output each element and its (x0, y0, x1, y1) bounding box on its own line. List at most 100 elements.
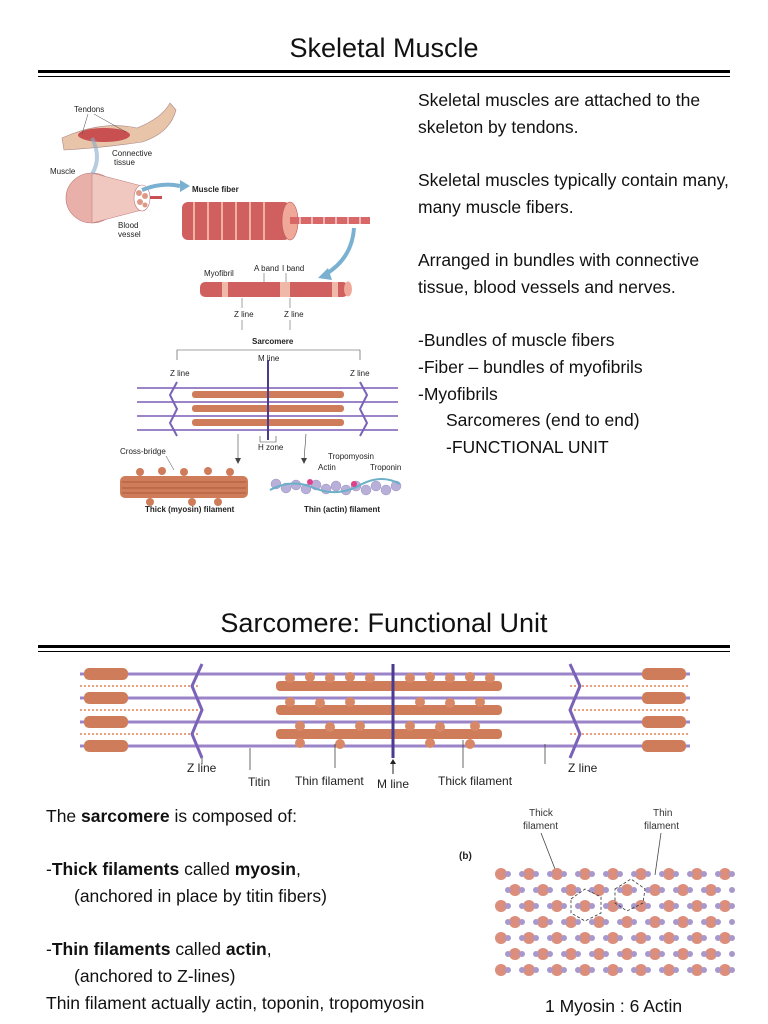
section2-title: Sarcomere: Functional Unit (220, 608, 548, 638)
muscle-structure-figure: Tendons Muscle Connective tissue Blood v… (50, 102, 401, 514)
thick-filament-dot (509, 884, 521, 896)
thin-filament-dot (701, 951, 707, 957)
thick-filament-dot (495, 900, 507, 912)
thin-filament-dot (575, 935, 581, 941)
label-thin-actin-filament: Thin (actin) filament (304, 505, 380, 514)
label-h-zone: H zone (258, 443, 284, 452)
label-cs-thin-2: filament (644, 821, 679, 832)
thick-filament-dot (495, 964, 507, 976)
thin-filament-dot (715, 903, 721, 909)
thin-filament-dot (533, 967, 539, 973)
thick-filament-dot (663, 932, 675, 944)
paragraph-fibers: Skeletal muscles typically contain many,… (418, 170, 729, 217)
thick-filament-dot (719, 900, 731, 912)
filament-lattice (495, 868, 735, 976)
thin-filament-dot (659, 967, 665, 973)
thick-filament-dot (593, 916, 605, 928)
thin-filament-dot (519, 951, 525, 957)
thin-filament-dot (505, 967, 511, 973)
thin-filament-dot (645, 919, 651, 925)
label-thick-myosin-filament: Thick (myosin) filament (145, 505, 235, 514)
thick-filament-dot (593, 884, 605, 896)
thin-filament-dot (659, 871, 665, 877)
thick-filament-dot (509, 948, 521, 960)
thin-filament-dot (561, 935, 567, 941)
thin-filament-dot (631, 919, 637, 925)
thin-filament-dot (617, 871, 623, 877)
sublist-item-functional-unit: -FUNCTIONAL UNIT (446, 437, 609, 458)
label-myofibril: Myofibril (204, 269, 234, 278)
label-cross-bridge: Cross-bridge (120, 447, 166, 456)
thin-filament-dot (505, 903, 511, 909)
thin-filament-dot (687, 871, 693, 877)
label-z-line-sarc-1: Z line (170, 369, 190, 378)
section1-text: Skeletal muscles are attached to the ske… (418, 87, 738, 461)
thin-filament-dot (519, 903, 525, 909)
thin-filament-dot (631, 903, 637, 909)
thin-filament-dot (729, 887, 735, 893)
thin-filament-dot (589, 951, 595, 957)
thick-filament-dot (551, 932, 563, 944)
thick-filaments-line: -Thick filaments called myosin, (46, 859, 301, 880)
section1-title: Skeletal Muscle (289, 33, 479, 63)
label-actin: Actin (318, 463, 336, 472)
thin-filament-dot (687, 935, 693, 941)
thin-filament-dot (505, 871, 511, 877)
label-tissue: tissue (114, 158, 135, 167)
thick-filament-dot (649, 948, 661, 960)
thick-filament-dot (705, 948, 717, 960)
label-cs-thick-2: filament (523, 821, 558, 832)
thin-filament-dot (659, 919, 665, 925)
thick-filament-dot (691, 868, 703, 880)
thin-filament-dot (701, 967, 707, 973)
list-item-fiber: -Fiber – bundles of myofibrils (418, 356, 643, 377)
label-z-line-2: Z line (284, 310, 304, 319)
label-titin: Titin (248, 775, 270, 789)
thin-filament-dot (617, 935, 623, 941)
label-z-line-1: Z line (234, 310, 254, 319)
thin-filament-dot (645, 967, 651, 973)
label-troponin: Troponin (370, 463, 401, 472)
label-muscle: Muscle (50, 167, 76, 176)
thin-filament-dot (603, 903, 609, 909)
thin-filament-dot (673, 951, 679, 957)
thick-filament-dot (719, 964, 731, 976)
thick-filament-dot (565, 884, 577, 896)
thin-filament-dot (575, 871, 581, 877)
thin-filament-dot (561, 951, 567, 957)
thick-filaments (276, 681, 502, 739)
thin-filament-dot (645, 903, 651, 909)
thin-filament-dot (659, 935, 665, 941)
thin-filament-dot (575, 919, 581, 925)
thin-filament-dot (519, 887, 525, 893)
thick-filament-dot (551, 900, 563, 912)
thin-filament-dot (715, 935, 721, 941)
thick-filament-dot (635, 900, 647, 912)
title-rule-thick-2 (38, 645, 730, 648)
label-i-band: I band (282, 264, 304, 273)
thin-filament-dot (645, 935, 651, 941)
thin-filament-dot (687, 951, 693, 957)
thick-filament-dot (635, 932, 647, 944)
thick-filament-dot (677, 948, 689, 960)
thick-filament-dot (663, 964, 675, 976)
thin-filament-dot (589, 887, 595, 893)
thick-filament-dot (523, 932, 535, 944)
thin-filament-dot (533, 887, 539, 893)
thick-filament-dot (537, 916, 549, 928)
thin-filament-dot (547, 887, 553, 893)
thin-filaments-note: (anchored to Z-lines) (74, 966, 236, 987)
section2-text: The sarcomere is composed of: -Thick fil… (46, 803, 486, 1017)
thin-filament-dot (631, 935, 637, 941)
thick-filament-dot (523, 900, 535, 912)
thin-filament-dot (645, 951, 651, 957)
thin-filament-dot (617, 951, 623, 957)
label-m-line: M line (377, 777, 409, 791)
list-item-bundles: -Bundles of muscle fibers (418, 330, 615, 351)
thin-filament-dot (547, 919, 553, 925)
thick-filament-dot (495, 868, 507, 880)
thin-filament-dot (701, 935, 707, 941)
thick-filament-dot (691, 964, 703, 976)
thick-filament-dot (719, 868, 731, 880)
thin-filament-dot (673, 919, 679, 925)
